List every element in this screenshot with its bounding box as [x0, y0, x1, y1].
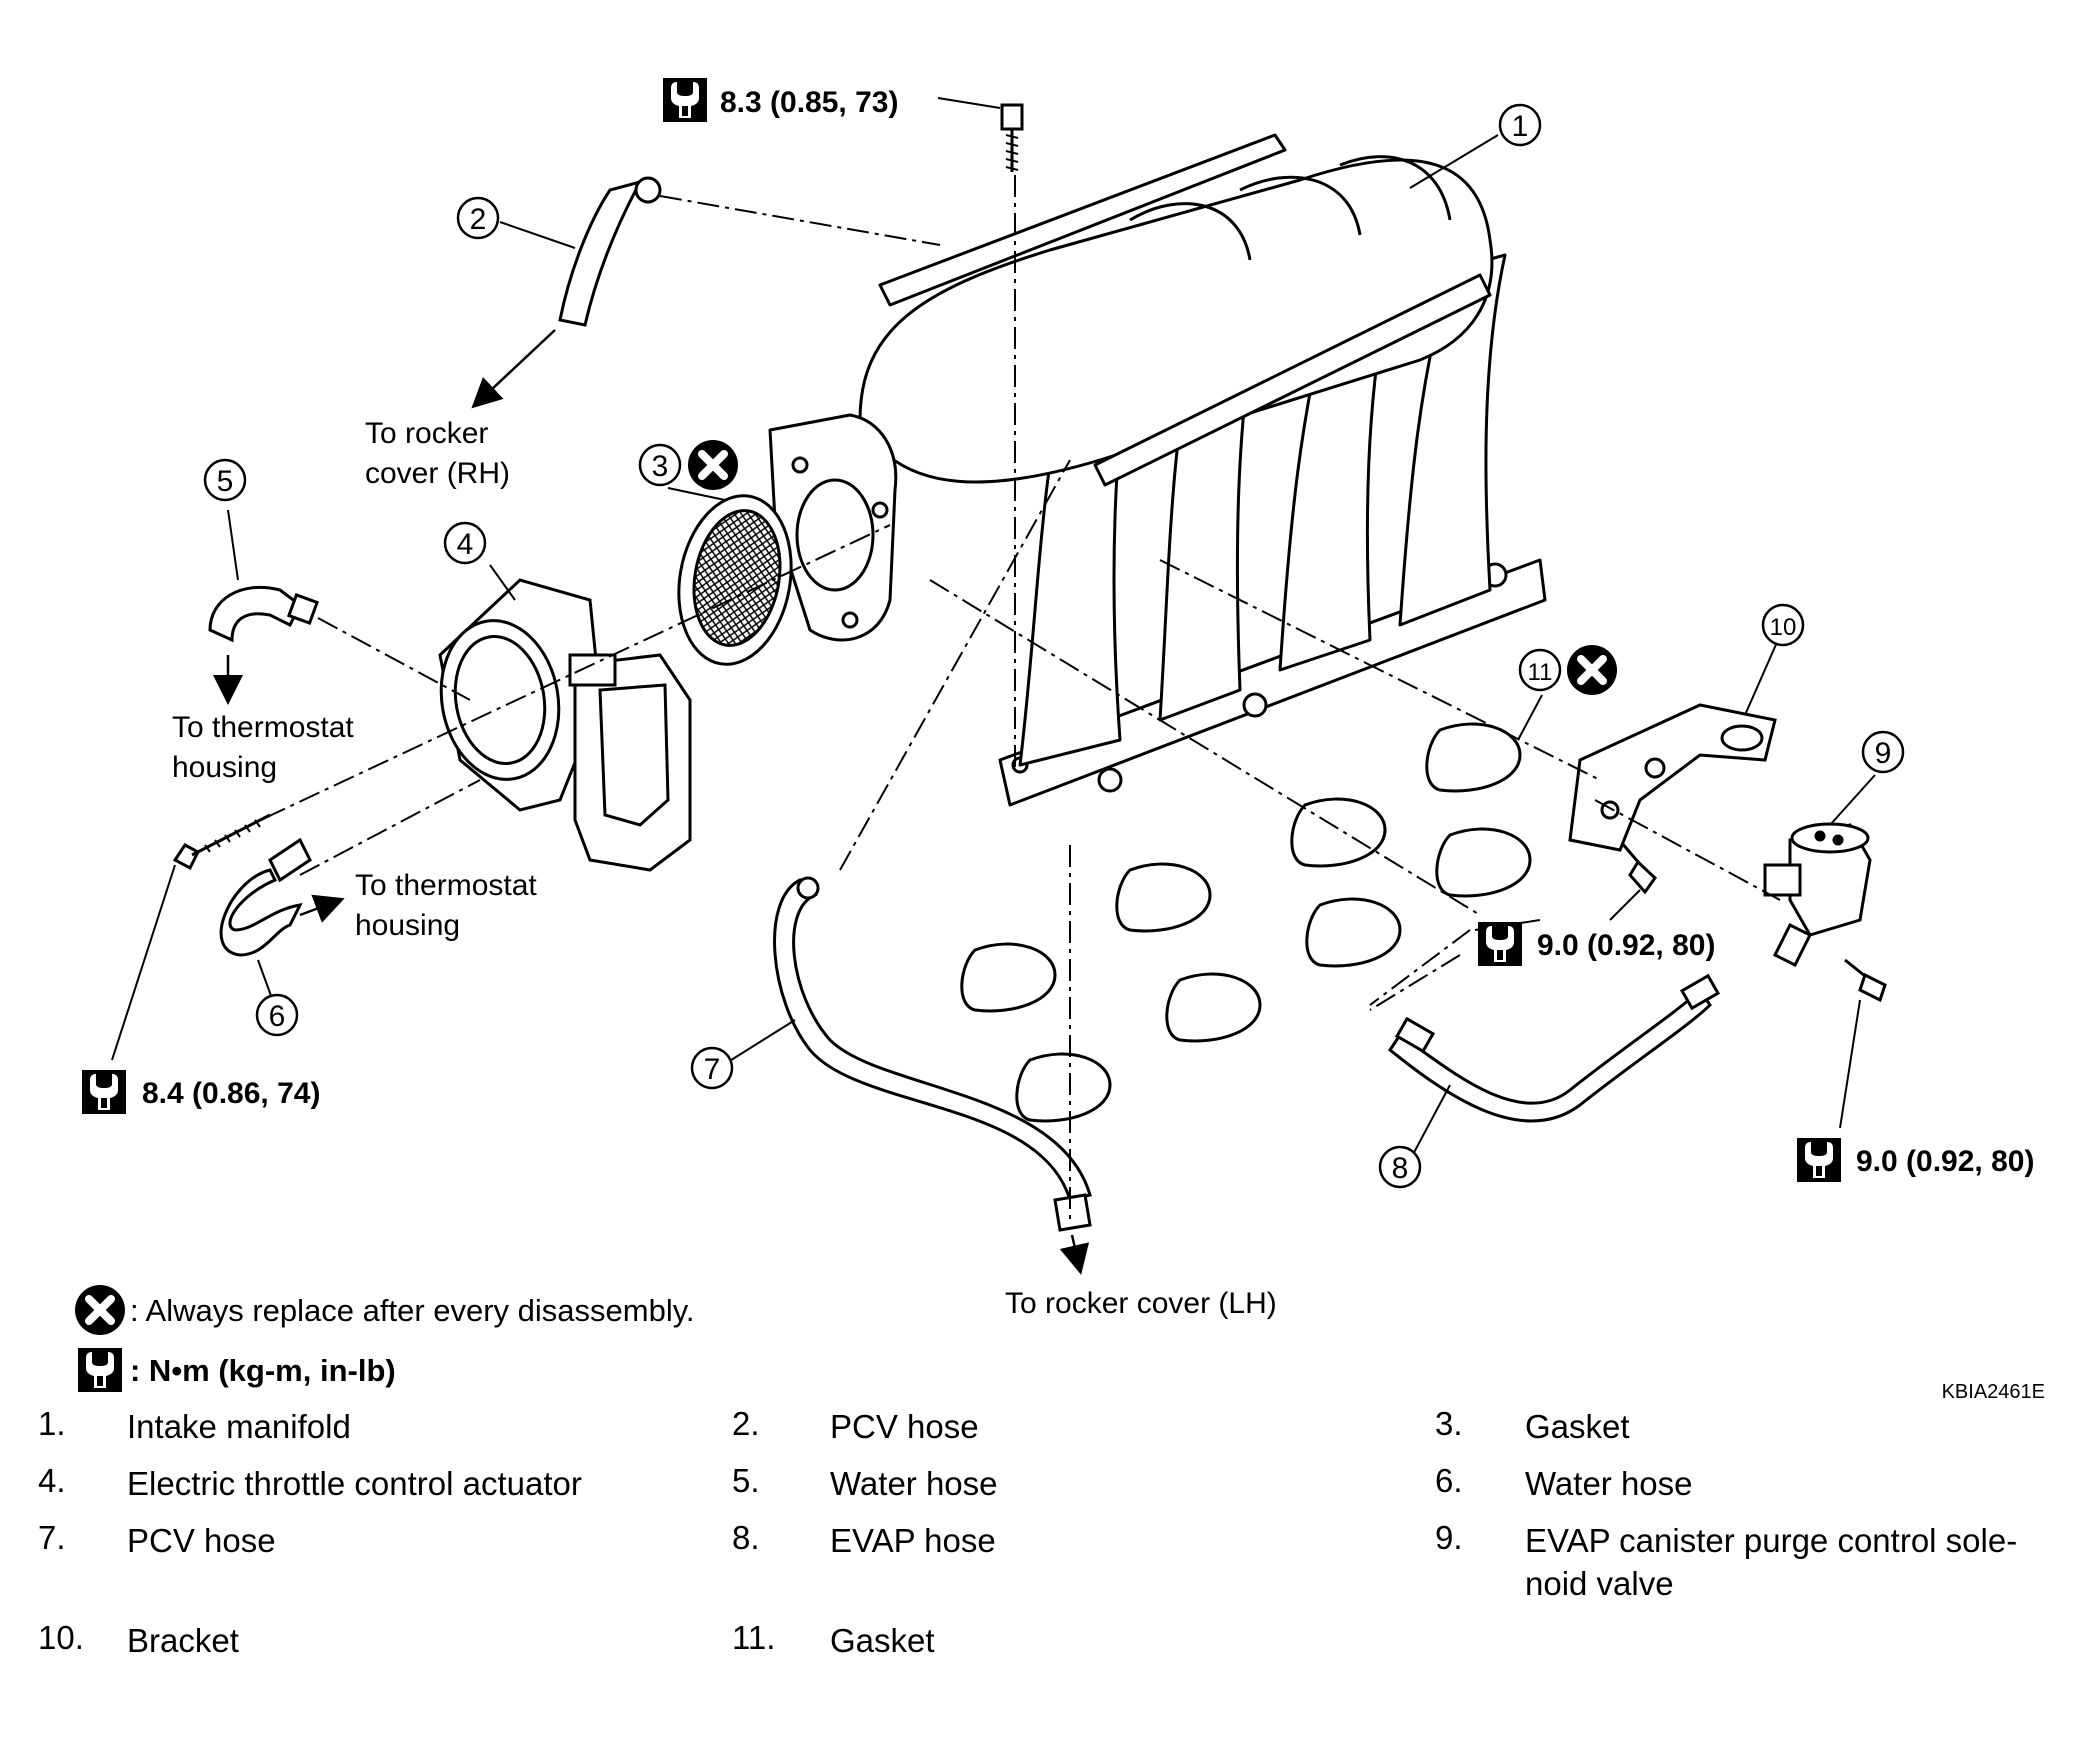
part-number: 4. — [38, 1462, 66, 1499]
routing-rocker-rh-line2: cover (RH) — [365, 457, 510, 490]
callout-4-text: 4 — [457, 528, 474, 561]
callout-3: 3 — [638, 440, 738, 490]
part-number: 10. — [38, 1619, 84, 1656]
torque-wrench-icon — [78, 1348, 122, 1392]
callout-9: 9 — [1861, 730, 1905, 774]
callout-7-text: 7 — [704, 1053, 721, 1086]
evap-purge-valve — [1763, 822, 1872, 968]
parts-row: 4. Electric throttle control actuator 5.… — [0, 1462, 2092, 1519]
parts-row: 1. Intake manifold 2. PCV hose 3. Gasket — [0, 1405, 2092, 1462]
part-name-continued: noid valve — [1525, 1565, 1674, 1602]
callout-5-text: 5 — [217, 465, 234, 498]
parts-row: 10. Bracket 11. Gasket — [0, 1619, 2092, 1676]
part-name: Water hose — [1525, 1465, 1693, 1502]
torque-top-text: 8.3 (0.85, 73) — [720, 86, 898, 119]
legend-torque: : N•m (kg-m, in-lb) — [78, 1348, 396, 1392]
parts-row: 7. PCV hose 8. EVAP hose 9. EVAP caniste… — [0, 1519, 2092, 1619]
leader-lines — [111, 97, 1876, 1161]
replace-icon — [1567, 645, 1617, 695]
callout-3-text: 3 — [652, 450, 669, 483]
part-number: 2. — [732, 1405, 760, 1442]
torque-valve: 9.0 (0.92, 80) — [1797, 1138, 2034, 1182]
callout-10: 10 — [1761, 603, 1805, 647]
part-name: Intake manifold — [127, 1408, 351, 1445]
replace-icon — [75, 1285, 125, 1335]
pcv-hose-rh — [558, 176, 662, 327]
routing-arrows — [213, 329, 1090, 1275]
part-name: Bracket — [127, 1622, 239, 1659]
callout-1: 1 — [1498, 103, 1542, 147]
gasket-throttle — [677, 494, 793, 666]
figure-code: KBIA2461E — [1942, 1381, 2045, 1403]
part-name: PCV hose — [127, 1522, 276, 1559]
torque-bracket-text: 9.0 (0.92, 80) — [1537, 929, 1715, 962]
callout-5: 5 — [203, 458, 247, 502]
part-number: 3. — [1435, 1405, 1463, 1442]
part-number: 5. — [732, 1462, 760, 1499]
torque-wrench-icon — [1478, 922, 1522, 966]
part-name: EVAP canister purge control sole- — [1525, 1522, 2018, 1559]
callout-10-text: 10 — [1770, 614, 1797, 641]
alignment-lines — [264, 175, 1781, 1220]
torque-wrench-icon — [663, 78, 707, 122]
electric-throttle-actuator — [438, 578, 692, 872]
part-number: 6. — [1435, 1462, 1463, 1499]
callout-11: 11 — [1518, 645, 1617, 695]
part-name: Electric throttle control actuator — [127, 1465, 582, 1502]
water-hose-upper — [208, 585, 320, 643]
routing-rocker-rh-line1: To rocker — [365, 417, 488, 450]
torque-left: 8.4 (0.86, 74) — [82, 1070, 320, 1114]
routing-thermostat-b-line1: To thermostat — [355, 869, 537, 902]
routing-thermostat-b-line2: housing — [355, 909, 460, 942]
torque-bracket: 9.0 (0.92, 80) — [1478, 922, 1715, 966]
pcv-hose-lh — [773, 876, 1092, 1232]
legend-replace: : Always replace after every disassembly… — [75, 1285, 695, 1335]
part-name: EVAP hose — [830, 1522, 996, 1559]
part-number: 1. — [38, 1405, 66, 1442]
torque-wrench-icon — [82, 1070, 126, 1114]
callout-9-text: 9 — [1875, 737, 1892, 770]
intake-manifold — [768, 133, 1547, 807]
top-bolt — [1000, 103, 1024, 172]
routing-thermostat-a-line1: To thermostat — [172, 711, 354, 744]
torque-valve-text: 9.0 (0.92, 80) — [1856, 1145, 2034, 1178]
routing-thermostat-a-line2: housing — [172, 751, 277, 784]
callout-8: 8 — [1378, 1145, 1422, 1189]
callout-1-text: 1 — [1512, 110, 1529, 143]
left-bolt — [172, 813, 271, 871]
valve-bolt — [1844, 958, 1887, 1003]
part-name: Water hose — [830, 1465, 998, 1502]
torque-top: 8.3 (0.85, 73) — [663, 78, 898, 122]
callout-8-text: 8 — [1392, 1152, 1409, 1185]
callout-7: 7 — [690, 1046, 734, 1090]
part-name: Gasket — [1525, 1408, 1630, 1445]
part-number: 9. — [1435, 1519, 1463, 1556]
part-number: 11. — [732, 1619, 776, 1656]
water-hose-lower — [219, 837, 312, 957]
callout-6-text: 6 — [269, 1000, 286, 1033]
legend-replace-text: : Always replace after every disassembly… — [130, 1293, 695, 1328]
replace-icon — [688, 440, 738, 490]
callout-4: 4 — [443, 521, 487, 565]
bracket — [1568, 703, 1777, 852]
manifold-gaskets — [960, 722, 1532, 1123]
callout-2: 2 — [456, 196, 500, 240]
callout-11-text: 11 — [1528, 659, 1553, 686]
part-name: PCV hose — [830, 1408, 979, 1445]
part-number: 8. — [732, 1519, 760, 1556]
parts-list: 1. Intake manifold 2. PCV hose 3. Gasket… — [0, 1405, 2092, 1676]
evap-hose — [1387, 973, 1721, 1123]
legend-torque-text: : N•m (kg-m, in-lb) — [130, 1353, 396, 1388]
part-name: Gasket — [830, 1622, 935, 1659]
torque-left-text: 8.4 (0.86, 74) — [142, 1077, 320, 1110]
routing-rocker-lh: To rocker cover (LH) — [1005, 1287, 1277, 1320]
callout-2-text: 2 — [470, 203, 487, 236]
part-number: 7. — [38, 1519, 66, 1556]
callout-6: 6 — [255, 993, 299, 1037]
torque-wrench-icon — [1797, 1138, 1841, 1182]
